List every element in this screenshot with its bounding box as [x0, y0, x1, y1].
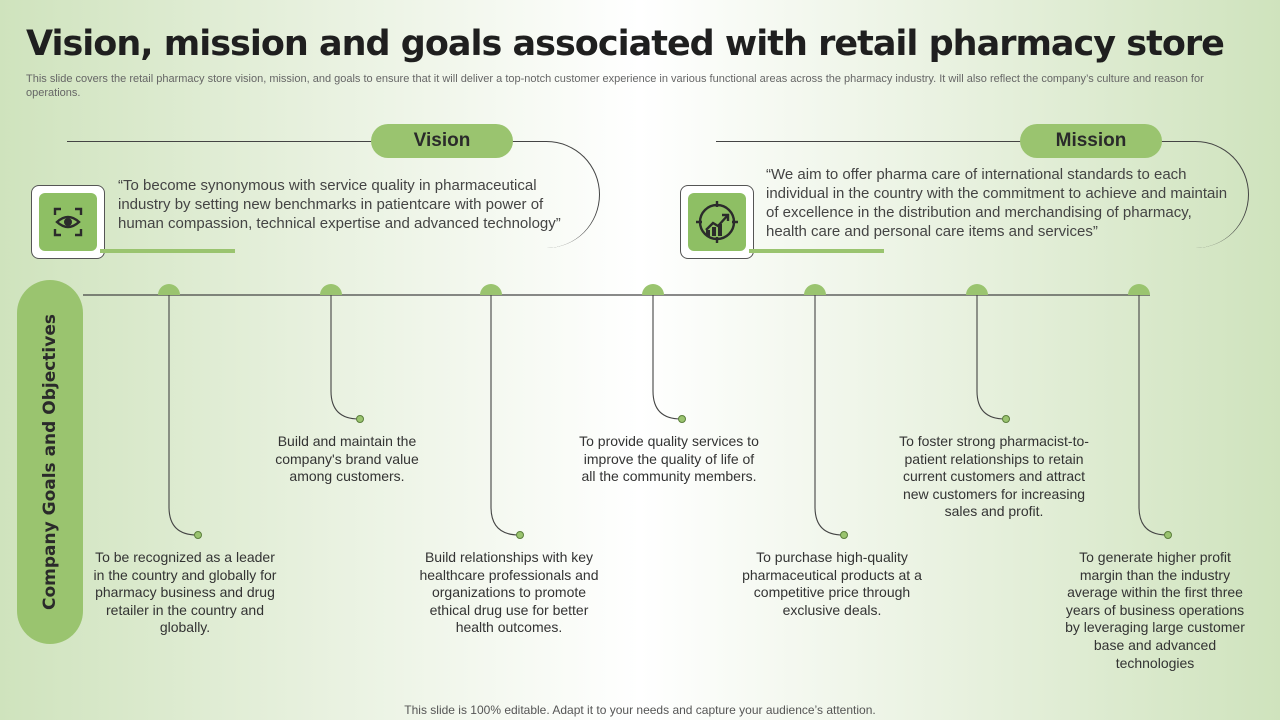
mission-text: “We aim to offer pharma care of internat… — [766, 166, 1228, 240]
timeline-connector — [814, 295, 844, 536]
timeline-end-dot — [1002, 415, 1010, 423]
vision-frame — [67, 141, 600, 248]
eye-target-icon — [53, 207, 83, 237]
mission-icon-tile — [680, 185, 754, 259]
timeline-connector — [652, 295, 682, 420]
footer-note: This slide is 100% editable. Adapt it to… — [404, 703, 876, 717]
vision-icon-tile — [31, 185, 105, 259]
timeline-node-cap — [804, 284, 826, 295]
vision-pill: Vision — [371, 124, 513, 158]
timeline-end-dot — [840, 531, 848, 539]
timeline-end-dot — [356, 415, 364, 423]
timeline-end-dot — [516, 531, 524, 539]
timeline-node-cap — [966, 284, 988, 295]
timeline-connector — [1138, 295, 1168, 536]
slide-subtitle: This slide covers the retail pharmacy st… — [26, 73, 1204, 99]
goals-side-pill: Company Goals and Objectives — [17, 280, 83, 644]
growth-target-icon — [696, 201, 738, 243]
goal-item-1: To be recognized as a leader in the coun… — [93, 549, 277, 636]
slide-title: Vision, mission and goals associated wit… — [26, 24, 1225, 64]
timeline-node-cap — [642, 284, 664, 295]
vision-text: “To become synonymous with service quali… — [118, 177, 561, 232]
goal-item-3: Build relationships with key healthcare … — [419, 549, 599, 636]
goal-item-4: To provide quality services to improve t… — [579, 433, 759, 485]
timeline-node-cap — [480, 284, 502, 295]
timeline-connector — [168, 295, 198, 536]
timeline-connector — [976, 295, 1006, 420]
timeline-node-cap — [1128, 284, 1150, 295]
vision-accent-strip — [100, 249, 235, 253]
timeline-end-dot — [678, 415, 686, 423]
goal-item-6: To foster strong pharmacist-to-patient r… — [899, 433, 1089, 520]
goal-item-7: To generate higher profit margin than th… — [1065, 549, 1245, 671]
timeline-node-cap — [158, 284, 180, 295]
goal-item-2: Build and maintain the company's brand v… — [275, 433, 419, 485]
mission-pill: Mission — [1020, 124, 1162, 158]
goal-item-5: To purchase high-quality pharmaceutical … — [742, 549, 922, 618]
timeline-connector — [490, 295, 520, 536]
mission-accent-strip — [749, 249, 884, 253]
timeline-connector — [330, 295, 360, 420]
timeline-end-dot — [194, 531, 202, 539]
timeline-node-cap — [320, 284, 342, 295]
timeline-end-dot — [1164, 531, 1172, 539]
mission-frame — [716, 141, 1249, 248]
